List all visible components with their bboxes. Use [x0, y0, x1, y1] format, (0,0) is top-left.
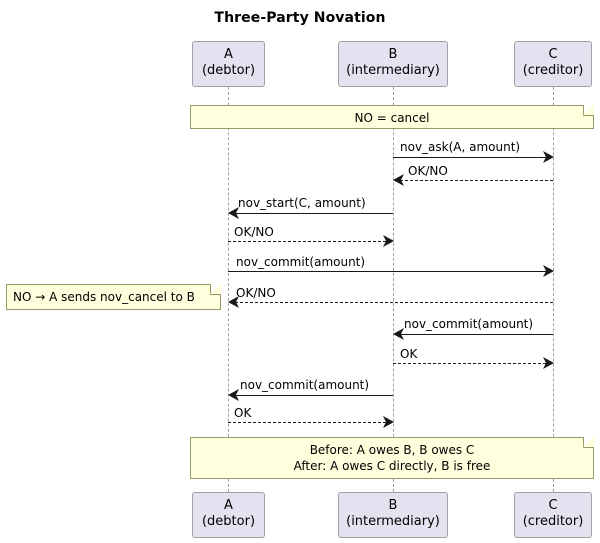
- message-line-9: [235, 395, 393, 396]
- arrowhead-right-8: [543, 357, 554, 369]
- participant-A-name-bottom: A: [224, 498, 233, 513]
- message-line-4: [228, 241, 386, 242]
- arrowhead-left-6: [228, 296, 239, 308]
- message-line-2: [400, 180, 553, 181]
- lifeline-C: [553, 87, 554, 492]
- message-label-9: nov_commit(amount): [240, 378, 370, 392]
- message-line-7: [400, 334, 553, 335]
- participant-C-role-bottom: (creditor): [522, 514, 584, 530]
- arrowhead-left-9: [228, 389, 239, 401]
- note-summary-line-2: After: A owes C directly, B is free: [293, 459, 491, 474]
- participant-A-top[interactable]: A (debtor): [192, 41, 265, 87]
- participant-A-role: (debtor): [201, 63, 256, 79]
- message-label-8: OK: [400, 347, 418, 361]
- arrowhead-right-1: [543, 151, 554, 163]
- note-cancel: NO = cancel: [190, 104, 594, 129]
- arrowhead-right-4: [383, 235, 394, 247]
- arrowhead-right-10: [383, 416, 394, 428]
- participant-B-name-bottom: B: [388, 498, 398, 513]
- message-line-1: [393, 157, 546, 158]
- message-label-4: OK/NO: [234, 225, 274, 239]
- message-label-1: nov_ask(A, amount): [400, 140, 521, 154]
- participant-A-role-bottom: (debtor): [201, 514, 256, 530]
- message-label-7: nov_commit(amount): [404, 317, 534, 331]
- message-line-6: [235, 302, 553, 303]
- note-fold-icon: [583, 104, 594, 116]
- note-nocancel: NO → A sends nov_cancel to B: [6, 283, 221, 310]
- arrowhead-left-2: [393, 174, 404, 186]
- participant-B-role: (intermediary): [346, 63, 440, 79]
- note-fold-icon-3: [583, 436, 594, 448]
- message-line-10: [228, 422, 386, 423]
- participant-B-role-bottom: (intermediary): [346, 514, 440, 530]
- lifeline-B: [393, 87, 394, 492]
- participant-A-bottom[interactable]: A (debtor): [192, 492, 265, 538]
- participant-C-name: C: [548, 47, 558, 62]
- participant-A-name: A: [224, 47, 233, 62]
- participant-B-bottom[interactable]: B (intermediary): [338, 492, 448, 538]
- message-line-3: [235, 213, 393, 214]
- participant-C-bottom[interactable]: C (creditor): [514, 492, 592, 538]
- arrowhead-left-7: [393, 328, 404, 340]
- arrowhead-left-3: [228, 207, 239, 219]
- message-label-2: OK/NO: [408, 164, 448, 178]
- lifeline-A: [228, 87, 229, 492]
- note-fold-icon-2: [210, 283, 221, 295]
- message-label-10: OK: [234, 406, 252, 420]
- participant-C-role: (creditor): [522, 63, 584, 79]
- note-nocancel-text: NO → A sends nov_cancel to B: [13, 290, 195, 304]
- arrowhead-right-5: [543, 265, 554, 277]
- message-line-8: [393, 363, 546, 364]
- message-label-3: nov_start(C, amount): [238, 196, 366, 210]
- message-label-5: nov_commit(amount): [236, 255, 366, 269]
- participant-C-name-bottom: C: [548, 498, 558, 513]
- note-summary-line-1: Before: A owes B, B owes C: [309, 443, 475, 457]
- message-label-6: OK/NO: [236, 286, 276, 300]
- page-title: Three-Party Novation: [214, 10, 386, 26]
- note-cancel-text: NO = cancel: [354, 111, 430, 125]
- participant-C-top[interactable]: C (creditor): [514, 41, 592, 87]
- participant-B-top[interactable]: B (intermediary): [338, 41, 448, 87]
- message-line-5: [228, 271, 546, 272]
- note-summary: Before: A owes B, B owes C After: A owes…: [190, 436, 594, 479]
- participant-B-name: B: [388, 47, 398, 62]
